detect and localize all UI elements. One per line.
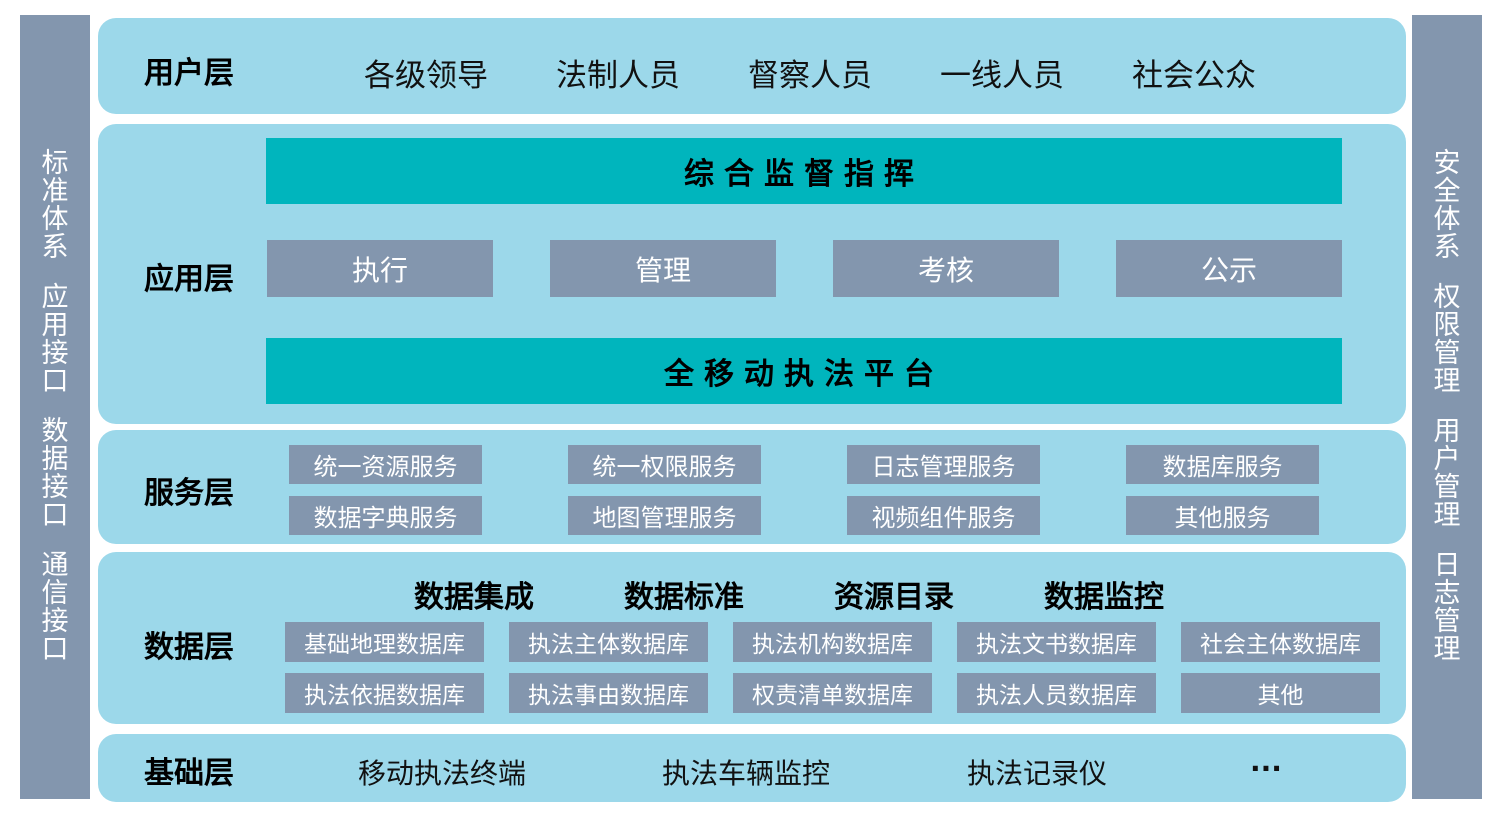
database-item: 执法主体数据库: [509, 622, 708, 662]
database-item: 基础地理数据库: [285, 622, 484, 662]
sidebar-char: 理: [1433, 634, 1461, 665]
ellipsis: ···: [1250, 752, 1282, 785]
app-module: 管理: [550, 240, 776, 297]
user-list: 各级领导 法制人员 督察人员 一线人员 社会公众: [364, 50, 1260, 95]
database-item: 执法文书数据库: [957, 622, 1156, 662]
sidebar-group: 安全体系: [1434, 150, 1461, 262]
layer-label: 基础层: [144, 756, 234, 791]
user-item: 各级领导: [364, 58, 488, 94]
sidebar-char: 通: [41, 550, 69, 581]
user-item: 社会公众: [1132, 58, 1256, 94]
sidebar-char: 体: [1433, 204, 1461, 235]
sidebar-char: 系: [1433, 232, 1461, 263]
base-item: 移动执法终端: [358, 757, 527, 790]
service-item: 数据字典服务: [289, 496, 482, 535]
service-item: 统一资源服务: [289, 445, 482, 484]
data-heading: 数据标准: [624, 580, 744, 615]
service-item: 视频组件服务: [847, 496, 1040, 535]
sidebar-group: 通信接口: [42, 552, 69, 664]
mobile-enforcement-platform-bar: 全移动执法平台: [266, 338, 1342, 404]
sidebar-group: 日志管理: [1434, 552, 1461, 664]
sidebar-char: 应: [41, 282, 69, 313]
sidebar-char: 理: [1433, 500, 1461, 531]
data-layer: 数据层 数据集成 数据标准 资源目录 数据监控 基础地理数据库 执法主体数据库 …: [98, 552, 1406, 724]
sidebar-char: 据: [41, 444, 69, 475]
user-item: 法制人员: [556, 58, 680, 94]
app-module: 公示: [1116, 240, 1342, 297]
sidebar-group: 用户管理: [1434, 418, 1461, 530]
sidebar-char: 管: [1433, 338, 1461, 369]
service-item: 地图管理服务: [568, 496, 761, 535]
database-item: 权责清单数据库: [733, 673, 932, 713]
sidebar-char: 理: [1433, 366, 1461, 397]
user-layer: 用户层 各级领导 法制人员 督察人员 一线人员 社会公众: [98, 18, 1406, 114]
database-item: 执法依据数据库: [285, 673, 484, 713]
base-item: 执法车辆监控: [662, 757, 831, 790]
sidebar-char: 数: [41, 416, 69, 447]
sidebar-char: 用: [1433, 416, 1461, 447]
sidebar-group: 标准体系: [42, 150, 69, 262]
sidebar-group: 数据接口: [42, 418, 69, 530]
data-heading: 数据监控: [1044, 580, 1164, 615]
database-item: 社会主体数据库: [1181, 622, 1380, 662]
data-headings: 数据集成 数据标准 资源目录 数据监控: [414, 572, 1164, 616]
user-item: 一线人员: [940, 58, 1064, 94]
sidebar-group: 权限管理: [1434, 284, 1461, 396]
sidebar-char: 接: [41, 606, 69, 637]
service-item: 日志管理服务: [847, 445, 1040, 484]
sidebar-char: 接: [41, 338, 69, 369]
app-module: 考核: [833, 240, 1059, 297]
sidebar-char: 标: [41, 148, 69, 179]
database-item: 执法机构数据库: [733, 622, 932, 662]
sidebar-char: 户: [1433, 444, 1461, 475]
sidebar-char: 口: [41, 634, 69, 665]
data-heading: 数据集成: [414, 580, 534, 615]
user-item: 督察人员: [748, 58, 872, 94]
sidebar-char: 全: [1433, 176, 1461, 207]
sidebar-char: 系: [41, 232, 69, 263]
layer-label: 用户层: [144, 56, 234, 91]
database-item: 其他: [1181, 673, 1380, 713]
sidebar-char: 准: [41, 176, 69, 207]
supervision-command-bar: 综合监督指挥: [266, 138, 1342, 204]
sidebar-char: 管: [1433, 606, 1461, 637]
sidebar-char: 志: [1433, 578, 1461, 609]
data-heading: 资源目录: [834, 580, 954, 615]
sidebar-char: 口: [41, 500, 69, 531]
sidebar-char: 安: [1433, 148, 1461, 179]
left-sidebar-standards: 标准体系 应用接口 数据接口 通信接口: [20, 15, 90, 799]
service-item: 数据库服务: [1126, 445, 1319, 484]
sidebar-char: 限: [1433, 310, 1461, 341]
app-modules: 执行 管理 考核 公示: [267, 240, 1342, 297]
sidebar-char: 管: [1433, 472, 1461, 503]
sidebar-char: 体: [41, 204, 69, 235]
database-grid: 基础地理数据库 执法主体数据库 执法机构数据库 执法文书数据库 社会主体数据库 …: [285, 622, 1380, 713]
base-item: 执法记录仪: [967, 757, 1108, 790]
layer-label: 服务层: [144, 476, 234, 511]
layer-label: 数据层: [144, 630, 234, 665]
sidebar-char: 接: [41, 472, 69, 503]
sidebar-char: 信: [41, 578, 69, 609]
sidebar-group: 应用接口: [42, 284, 69, 396]
sidebar-char: 权: [1433, 282, 1461, 313]
service-grid: 统一资源服务 统一权限服务 日志管理服务 数据库服务 数据字典服务 地图管理服务…: [289, 445, 1319, 535]
service-item: 其他服务: [1126, 496, 1319, 535]
service-layer: 服务层 统一资源服务 统一权限服务 日志管理服务 数据库服务 数据字典服务 地图…: [98, 430, 1406, 544]
base-layer: 基础层 移动执法终端 执法车辆监控 执法记录仪 ···: [98, 734, 1406, 802]
sidebar-char: 用: [41, 310, 69, 341]
service-item: 统一权限服务: [568, 445, 761, 484]
sidebar-char: 口: [41, 366, 69, 397]
database-item: 执法人员数据库: [957, 673, 1156, 713]
layer-label: 应用层: [144, 262, 234, 297]
app-module: 执行: [267, 240, 493, 297]
database-item: 执法事由数据库: [509, 673, 708, 713]
application-layer: 应用层 综合监督指挥 执行 管理 考核 公示 全移动执法平台: [98, 124, 1406, 424]
right-sidebar-security: 安全体系 权限管理 用户管理 日志管理: [1412, 15, 1482, 799]
sidebar-char: 日: [1433, 550, 1461, 581]
